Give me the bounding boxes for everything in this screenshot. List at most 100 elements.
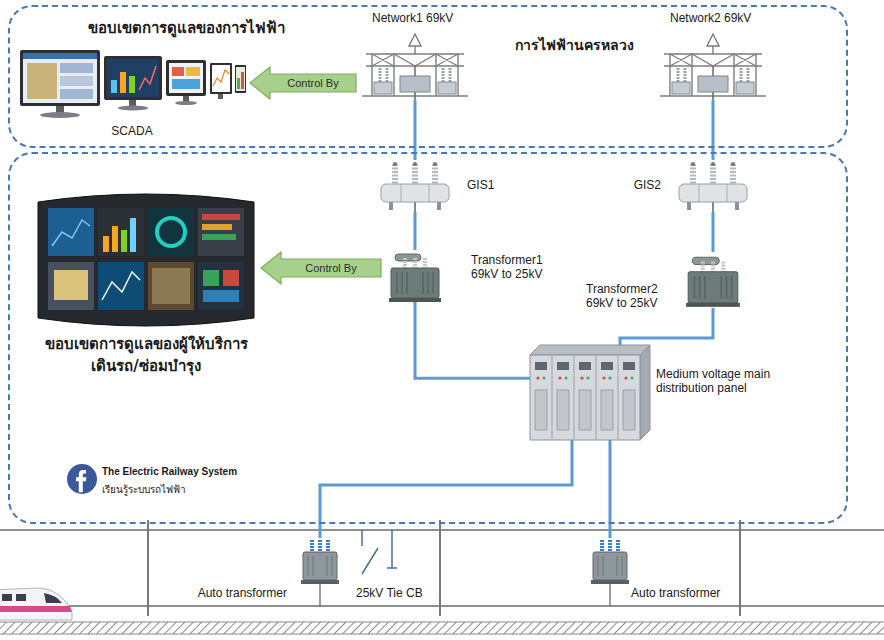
scada-monitors <box>27 63 57 99</box>
scada-video-wall <box>152 268 190 304</box>
distribution-panel <box>586 376 589 379</box>
feeder-line <box>620 308 713 345</box>
distribution-panel <box>579 390 591 430</box>
scada-video-wall <box>157 218 185 246</box>
auto-transformer-symbol <box>301 540 629 584</box>
overhead-line <box>739 520 741 616</box>
scada-video-wall <box>148 208 194 256</box>
scada-monitors <box>139 66 156 90</box>
scada-video-wall <box>98 262 144 310</box>
node-label: Network1 69kV <box>372 11 453 25</box>
scada-monitors <box>236 67 245 91</box>
distribution-panel <box>618 355 619 440</box>
node-label: Transformer2 69kV to 25kV <box>586 282 678 310</box>
auto-transformer-symbol <box>591 540 629 584</box>
scada-video-wall <box>48 208 94 256</box>
distribution-panel <box>623 390 635 430</box>
scada-video-wall <box>130 218 136 252</box>
scada-monitors <box>104 56 162 100</box>
node-label: GIS1 <box>467 178 494 192</box>
feeder-line <box>712 100 715 160</box>
distribution-panel <box>596 355 597 440</box>
scada-video-wall <box>102 272 140 300</box>
distribution-panel <box>564 376 567 379</box>
scada-monitors <box>172 67 184 76</box>
zone-heading: ขอบเขตการดูแลของการไฟฟ้า <box>88 16 285 40</box>
scada-monitors <box>213 70 229 86</box>
gis-switchgear <box>679 162 747 212</box>
node-label: GIS2 <box>634 178 661 192</box>
node-label: SCADA <box>18 124 246 138</box>
scada-monitors <box>111 80 117 93</box>
track <box>0 633 884 634</box>
overhead-line <box>0 529 884 530</box>
scada-video-wall <box>38 194 254 326</box>
scada-monitors <box>20 50 246 118</box>
power-transformer <box>686 257 740 307</box>
distribution-panel <box>542 376 545 379</box>
feeder-line <box>414 100 417 160</box>
scada-station: SCADA <box>18 42 246 122</box>
train <box>44 593 62 603</box>
node-label: Auto transformer <box>198 586 287 600</box>
scada-monitors <box>186 67 200 76</box>
scada-video-wall <box>202 214 240 220</box>
substation <box>362 34 468 100</box>
scada-monitors <box>235 65 246 93</box>
distribution-panel <box>552 355 553 440</box>
overhead-line <box>0 520 884 616</box>
track <box>0 622 884 634</box>
train <box>0 606 72 612</box>
scada-monitors <box>20 50 100 106</box>
facebook-logo <box>67 464 97 494</box>
distribution-panel <box>552 355 618 440</box>
node-label: Auto transformer <box>631 586 720 600</box>
scada-monitors <box>107 59 159 97</box>
node-label: Transformer1 69kV to 25kV <box>471 253 563 281</box>
distribution-panel <box>558 376 561 379</box>
distribution-panel <box>640 345 650 440</box>
page-subtitle: เรียนรู้ระบบรถไฟฟ้า <box>102 482 186 497</box>
auto-transformer-symbol <box>301 540 339 584</box>
scada-video-wall <box>103 236 109 252</box>
overhead-line <box>439 520 441 616</box>
tie-circuit-breaker <box>391 530 393 568</box>
overhead-line <box>0 605 884 606</box>
distribution-panel <box>530 355 640 440</box>
scada-video-wall <box>202 224 232 230</box>
gis-node: GIS2 <box>673 160 753 212</box>
scada-video-wall <box>198 262 244 310</box>
scada-video-wall <box>112 226 118 252</box>
control-arrow <box>250 67 356 99</box>
distribution-panel <box>630 376 633 379</box>
gis-node: GIS1 <box>375 160 455 212</box>
tie-circuit-breaker <box>362 530 397 574</box>
distribution-panel <box>557 362 569 370</box>
auto-transformer-node: Auto transformer <box>585 538 635 584</box>
distribution-panel <box>530 345 650 440</box>
distribution-panel <box>535 362 635 370</box>
tie-circuit-breaker <box>362 548 378 574</box>
train <box>16 594 26 601</box>
distribution-panel <box>601 390 613 430</box>
distribution-panel <box>530 345 650 355</box>
scada-video-wall <box>52 220 90 246</box>
node-label: Medium voltage main distribution panel <box>656 367 784 395</box>
scada-video-wall <box>203 290 239 302</box>
gis-switchgear <box>381 162 747 212</box>
zone-heading: ขอบเขตการดูแลของผู้ให้บริการ เดินรถ/ซ่อม… <box>31 334 262 378</box>
track <box>0 621 884 622</box>
breaker-label: 25kV Tie CB <box>356 586 423 600</box>
page-name: The Electric Railway System <box>102 466 237 477</box>
distribution-panel-node: Medium voltage main distribution panel <box>530 345 650 440</box>
distribution-panel <box>536 376 539 379</box>
power-transformer <box>389 254 740 307</box>
distribution-panel <box>608 376 611 379</box>
scada-video-wall <box>121 230 127 252</box>
scada-video-wall <box>98 208 144 256</box>
scada-video-wall <box>38 194 254 326</box>
auto-transformer-node: Auto transformer <box>295 538 345 584</box>
tie-circuit-breaker <box>361 530 363 546</box>
